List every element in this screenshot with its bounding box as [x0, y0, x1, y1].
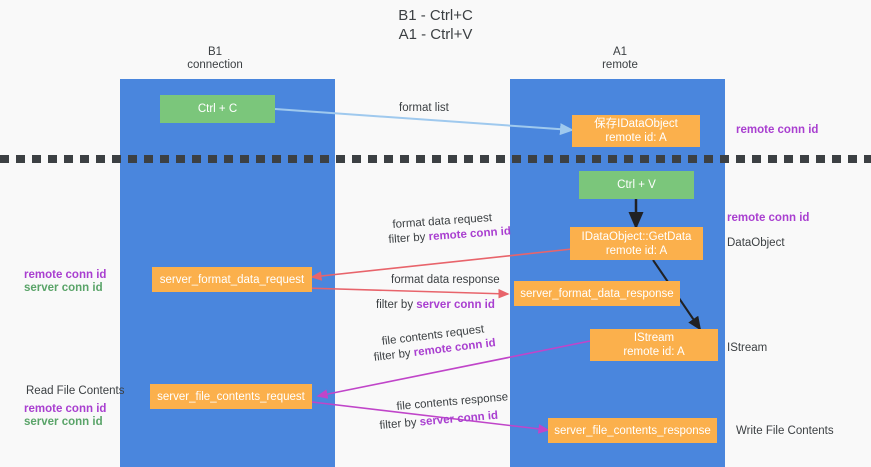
box-getdata-line2: remote id: A	[605, 244, 668, 257]
box-server-file-contents-request[interactable]: server_file_contents_request	[150, 384, 312, 409]
box-getdata[interactable]: IDataObject::GetData remote id: A	[570, 227, 703, 260]
label-format-data-response-filter-key: server conn id	[416, 299, 495, 311]
column-header-b1-name: B1	[207, 46, 223, 58]
box-server-format-data-request-label: server_format_data_request	[159, 273, 305, 286]
label-format-list: format list	[399, 102, 449, 114]
arrow-file-contents-response	[311, 401, 550, 434]
phase-divider	[0, 155, 871, 163]
arrow-format-list	[274, 108, 574, 136]
box-server-file-contents-response-label: server_file_contents_response	[554, 424, 711, 437]
title-line-1: B1 - Ctrl+C	[398, 7, 473, 24]
annotation-left-remote-conn-id-2: remote conn id	[24, 403, 107, 415]
box-idataobject-save[interactable]: 保存IDataObject remote id: A	[572, 115, 700, 147]
box-server-file-contents-request-label: server_file_contents_request	[157, 390, 305, 403]
box-idataobject-save-line1: 保存IDataObject	[594, 118, 678, 130]
box-ctrl-v[interactable]: Ctrl + V	[579, 171, 694, 199]
annotation-left-remote-conn-id: remote conn id	[24, 269, 107, 281]
title-line-2: A1 - Ctrl+V	[398, 26, 473, 43]
box-ctrl-c[interactable]: Ctrl + C	[160, 95, 275, 123]
box-getdata-line1: IDataObject::GetData	[581, 230, 692, 243]
box-istream[interactable]: IStream remote id: A	[590, 329, 718, 361]
box-idataobject-save-line2: remote id: A	[605, 132, 667, 144]
box-ctrl-c-label: Ctrl + C	[197, 103, 238, 115]
annotation-istream: IStream	[727, 342, 768, 354]
box-istream-line2: remote id: A	[623, 346, 685, 358]
annotation-write-file-contents: Write File Contents	[736, 425, 834, 437]
column-header-a1: A1 remote	[555, 46, 685, 72]
column-header-b1: B1 connection	[150, 46, 280, 72]
annotation-left-server-conn-id: server conn id	[24, 282, 103, 294]
annotation-remote-conn-id-mid: remote conn id	[727, 212, 810, 224]
column-header-a1-role: remote	[602, 59, 638, 71]
box-istream-line1: IStream	[633, 332, 675, 344]
label-format-data-response: format data response	[391, 274, 500, 286]
column-header-a1-name: A1	[612, 46, 628, 58]
label-format-data-response-filter: filter by server conn id	[376, 298, 495, 312]
arrow-format-data-response	[304, 287, 510, 299]
box-server-format-data-request[interactable]: server_format_data_request	[152, 267, 312, 292]
arrow-file-contents-request	[316, 340, 591, 399]
arrow-format-data-request	[310, 248, 573, 281]
annotation-left-server-conn-id-2: server conn id	[24, 416, 103, 428]
box-server-format-data-response[interactable]: server_format_data_response	[514, 281, 680, 306]
box-server-format-data-response-label: server_format_data_response	[520, 287, 674, 300]
box-ctrl-v-label: Ctrl + V	[617, 179, 656, 191]
annotation-dataobject: DataObject	[727, 237, 785, 249]
label-format-data-response-filter-prefix: filter by	[376, 299, 417, 311]
column-header-b1-role: connection	[187, 59, 243, 71]
box-server-file-contents-response[interactable]: server_file_contents_response	[548, 418, 717, 443]
label-file-contents-response-filter-prefix: filter by	[379, 416, 421, 432]
annotation-remote-conn-id-top: remote conn id	[736, 124, 819, 136]
diagram-title: B1 - Ctrl+C A1 - Ctrl+V	[0, 6, 871, 44]
annotation-read-file-contents: Read File Contents	[26, 385, 125, 397]
label-format-data-request-filter-prefix: filter by	[388, 231, 430, 246]
